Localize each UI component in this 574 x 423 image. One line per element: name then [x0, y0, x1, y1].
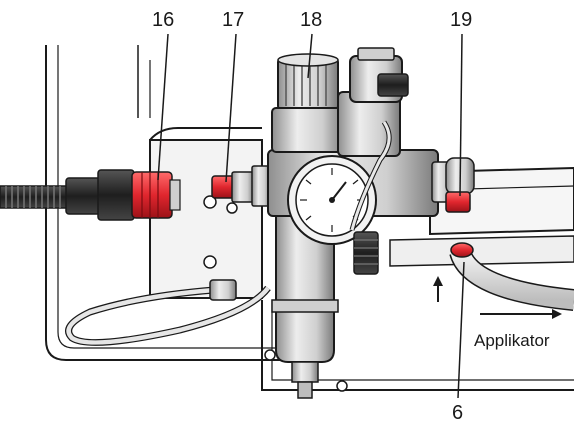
callout-6: 6	[452, 402, 463, 423]
filter-regulator	[267, 47, 451, 399]
up-arrow-icon	[433, 276, 443, 302]
air-hose-loop	[65, 279, 271, 346]
callout-17: 17	[222, 9, 244, 31]
callout-19: 19	[450, 9, 472, 31]
callout-18: 18	[300, 9, 322, 31]
red-elbow-fitting-19	[445, 157, 475, 213]
right-arrow-icon	[480, 309, 562, 319]
callout-leaders	[157, 33, 465, 399]
corrugated-supply-hose	[0, 169, 135, 221]
applikator-label: Applikator	[474, 331, 550, 350]
applicator-hose-6	[449, 242, 574, 311]
red-fitting-17	[211, 165, 271, 207]
callout-16: 16	[152, 9, 174, 31]
quick-coupling-16	[131, 171, 181, 219]
